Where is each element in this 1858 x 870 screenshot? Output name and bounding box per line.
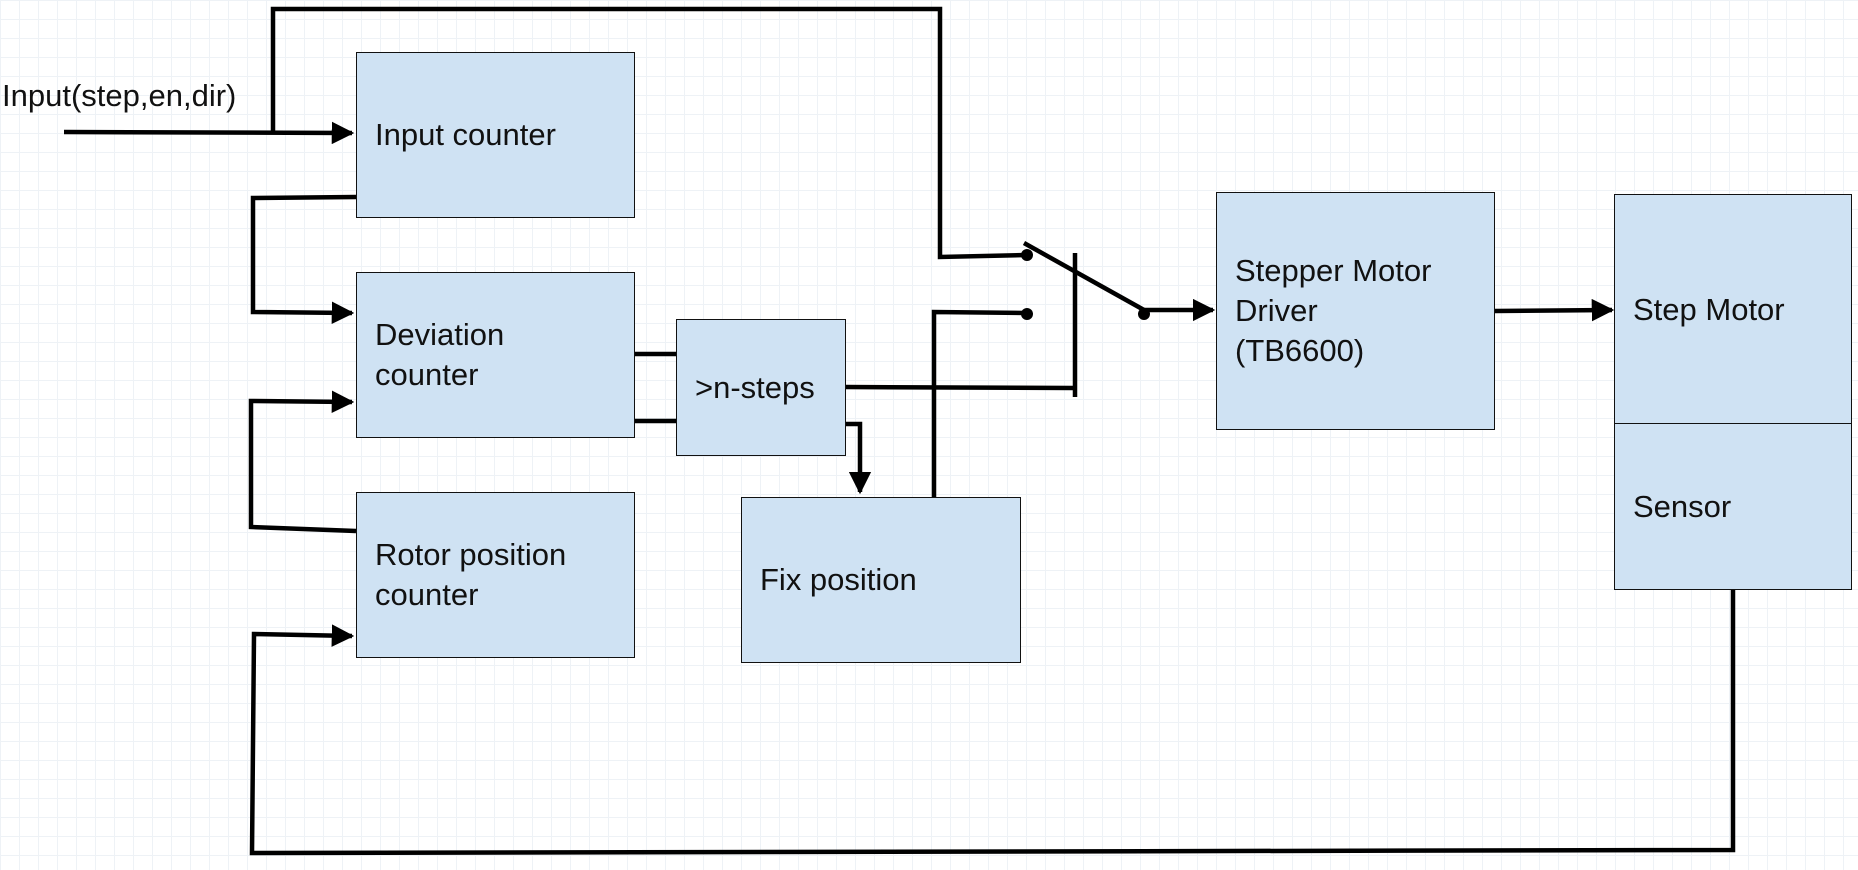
n-steps-block: >n-steps [676, 319, 846, 456]
sensor-feedback-line [249, 590, 1736, 856]
fix-position-block: Fix position [741, 497, 1021, 663]
input-signal-line [63, 121, 355, 145]
input-label: Input(step,en,dir) [2, 78, 237, 113]
switch-contact-1 [1021, 249, 1033, 261]
step-motor-label: Step Motor [1633, 291, 1785, 327]
driver-to-motor-line [1494, 298, 1615, 322]
rotor-to-deviation-line [248, 390, 357, 534]
deviation-counter-block: Deviation counter [356, 272, 635, 438]
deviation-counter-label: Deviation counter [375, 317, 505, 392]
n-steps-label: >n-steps [695, 369, 815, 405]
fix-to-switch-line [931, 309, 1027, 497]
step-motor-block: Step Motor [1614, 194, 1852, 425]
stepper-motor-driver-label: Stepper Motor Driver (TB6600) [1235, 253, 1432, 368]
rotor-position-counter-label: Rotor position counter [375, 537, 567, 612]
rotor-position-counter-block: Rotor position counter [356, 492, 635, 658]
switch-lever [1022, 241, 1146, 312]
nsteps-to-fix-line [845, 421, 872, 495]
input-bypass-line [270, 6, 1027, 260]
sensor-label: Sensor [1633, 488, 1732, 524]
fix-position-label: Fix position [760, 562, 917, 597]
sensor-block: Sensor [1614, 423, 1852, 590]
switch-pivot [1138, 308, 1150, 320]
input-to-deviation-line [250, 194, 357, 325]
input-counter-block: Input counter [356, 52, 635, 218]
input-counter-label: Input counter [375, 117, 556, 152]
switch-contact-2 [1021, 308, 1033, 320]
stepper-motor-driver-block: Stepper Motor Driver (TB6600) [1216, 192, 1495, 430]
nsteps-control-line [844, 384, 1074, 391]
